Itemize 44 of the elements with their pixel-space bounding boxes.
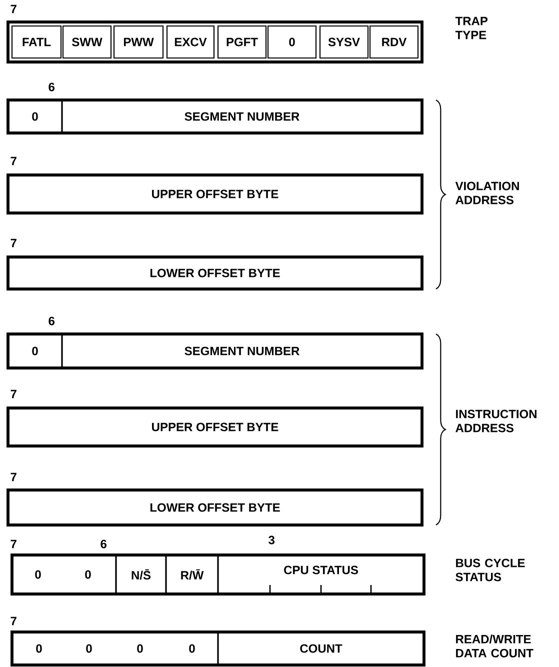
- register-frame: [10, 554, 426, 596]
- field-cell: N/S̄: [132, 569, 151, 580]
- field-cell: RDV: [369, 25, 419, 59]
- field-cell: 0: [35, 570, 41, 579]
- field-cell: SWW: [62, 25, 112, 59]
- bit-number: 6: [48, 316, 54, 326]
- register-frame: [6, 98, 424, 134]
- field-cell: EXCV: [166, 25, 215, 59]
- bit-number: 7: [10, 540, 16, 548]
- field-cell: PWW: [113, 25, 164, 59]
- field-cell: CPU STATUS: [284, 566, 358, 574]
- field-cell: PGFT: [217, 25, 267, 59]
- register-box: UPPER OFFSET BYTE: [6, 174, 424, 214]
- register-label: VIOLATION ADDRESS: [455, 182, 519, 204]
- register-frame: [6, 20, 424, 64]
- field-cell: SYSV: [319, 25, 369, 59]
- register-label: READ/WRITE DATA COUNT: [456, 634, 534, 658]
- field-cell: 0: [32, 346, 38, 356]
- register-label: TRAP TYPE: [455, 16, 488, 40]
- field-cell: 0: [189, 644, 195, 653]
- field-cell: SEGMENT NUMBER: [184, 112, 300, 121]
- register-box: LOWER OFFSET BYTE: [6, 488, 424, 526]
- field-cell: 0: [36, 644, 42, 653]
- bit-number: 6: [100, 540, 106, 548]
- bit-number: 7: [10, 616, 16, 626]
- bit-number: 7: [10, 472, 16, 482]
- register-box: UPPER OFFSET BYTE: [6, 406, 424, 448]
- register-label: BUS CYCLE STATUS: [456, 558, 525, 582]
- field-cell: 0: [267, 25, 317, 59]
- bit-number: 6: [48, 82, 54, 92]
- field-cell: 0: [137, 644, 143, 653]
- bit-number: 7: [10, 238, 16, 248]
- bit-number: 7: [10, 4, 16, 14]
- field-cell: 0: [86, 644, 92, 653]
- register-box: LOWER OFFSET BYTE: [6, 256, 424, 290]
- field-cell: 0: [32, 112, 38, 121]
- register-frame: [10, 630, 426, 666]
- field-cell: SEGMENT NUMBER: [184, 346, 300, 356]
- field-cell: R/W̄: [181, 569, 204, 580]
- field-cell: 0: [85, 570, 91, 579]
- register-frame: [6, 332, 424, 370]
- register-label: INSTRUCTION ADDRESS: [456, 410, 536, 432]
- field-cell: FATL: [11, 25, 62, 59]
- field-cell: COUNT: [300, 644, 342, 653]
